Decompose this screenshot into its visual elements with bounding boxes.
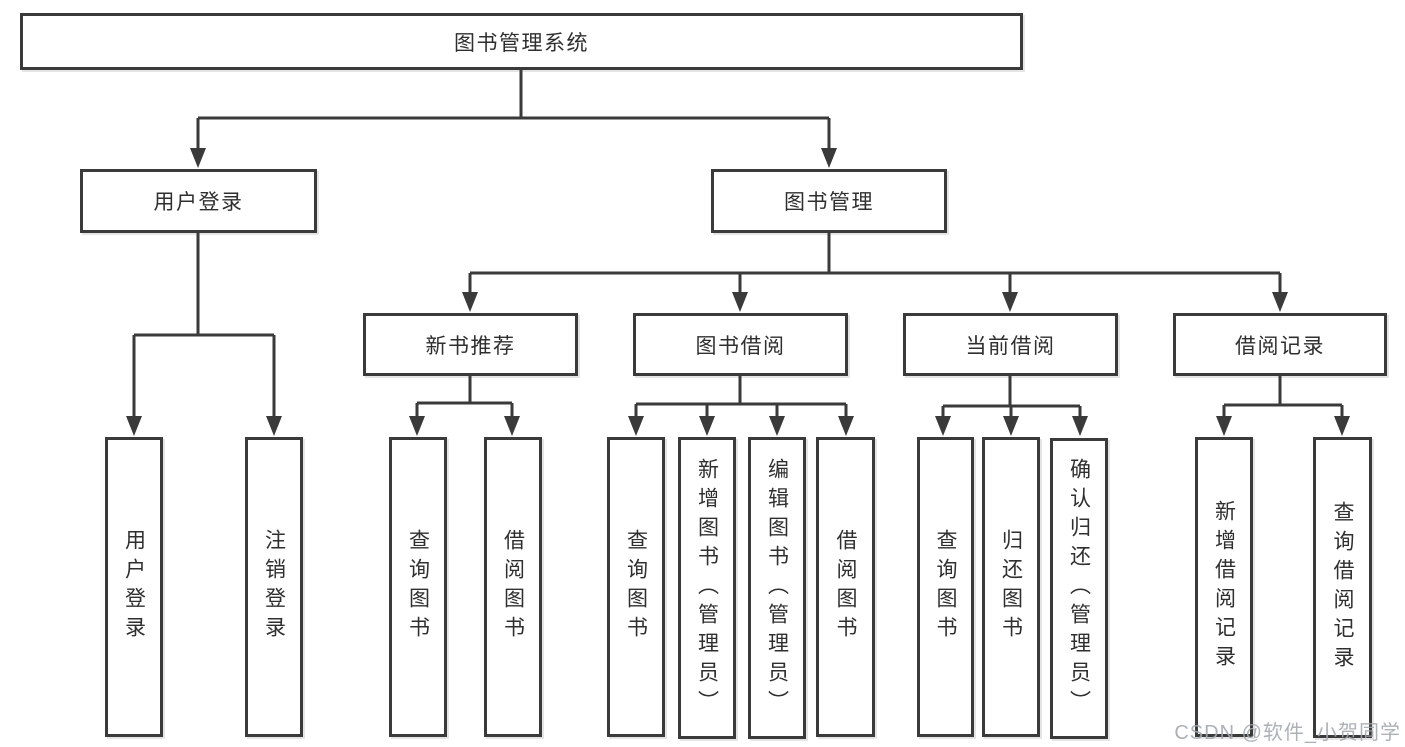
leaf-bb-edit-book-admin-label: 编辑图书（管理员） [765, 457, 789, 719]
node-root-label: 图书管理系统 [454, 31, 589, 55]
leaf-bb-edit-book-admin: 编辑图书（管理员） [748, 437, 806, 739]
leaf-logout-label: 注销登录 [262, 529, 286, 645]
node-current-borrow-label: 当前借阅 [965, 334, 1056, 358]
node-root: 图书管理系统 [20, 13, 1023, 70]
leaf-nbr-borrow-book: 借阅图书 [484, 437, 542, 737]
csdn-watermark: CSDN @软件_小贺同学 [1174, 722, 1401, 744]
leaf-cb-confirm-return-admin-label: 确认归还（管理员） [1067, 458, 1091, 719]
leaf-bb-add-book-admin-label: 新增图书（管理员） [695, 457, 719, 719]
leaf-bb-borrow-book: 借阅图书 [816, 437, 875, 737]
node-new-book-recommend-label: 新书推荐 [425, 334, 516, 358]
leaf-bb-add-book-admin: 新增图书（管理员） [678, 437, 736, 739]
leaf-user-login-label: 用户登录 [122, 529, 146, 645]
leaf-nbr-borrow-book-label: 借阅图书 [501, 529, 525, 645]
node-book-management: 图书管理 [711, 169, 947, 233]
leaf-user-login: 用户登录 [105, 437, 163, 737]
leaf-bb-query-book: 查询图书 [607, 437, 665, 737]
leaf-nbr-query-book: 查询图书 [389, 437, 447, 737]
leaf-cb-query-book-label: 查询图书 [934, 529, 957, 645]
node-user-login-label: 用户登录 [153, 191, 244, 214]
node-borrow-records: 借阅记录 [1173, 313, 1387, 376]
node-user-login: 用户登录 [80, 169, 317, 233]
node-book-management-label: 图书管理 [784, 191, 874, 214]
node-book-borrow: 图书借阅 [633, 313, 848, 376]
leaf-br-add-record: 新增借阅记录 [1195, 437, 1253, 737]
leaf-bb-borrow-book-label: 借阅图书 [834, 529, 857, 645]
leaf-cb-return-book-label: 归还图书 [999, 529, 1023, 645]
leaf-cb-return-book: 归还图书 [982, 437, 1040, 737]
arrowheads [126, 148, 1350, 436]
leaf-br-query-record: 查询借阅记录 [1313, 437, 1372, 738]
node-current-borrow: 当前借阅 [903, 313, 1118, 376]
leaf-logout: 注销登录 [245, 437, 303, 737]
leaf-bb-query-book-label: 查询图书 [624, 529, 648, 645]
leaf-br-add-record-label: 新增借阅记录 [1212, 500, 1236, 674]
leaf-br-query-record-label: 查询借阅记录 [1331, 500, 1354, 675]
node-book-borrow-label: 图书借阅 [695, 334, 786, 358]
leaf-cb-confirm-return-admin: 确认归还（管理员） [1050, 438, 1108, 739]
node-borrow-records-label: 借阅记录 [1235, 334, 1325, 358]
node-new-book-recommend: 新书推荐 [363, 313, 578, 376]
leaf-cb-query-book: 查询图书 [917, 437, 974, 737]
leaf-nbr-query-book-label: 查询图书 [406, 529, 430, 645]
